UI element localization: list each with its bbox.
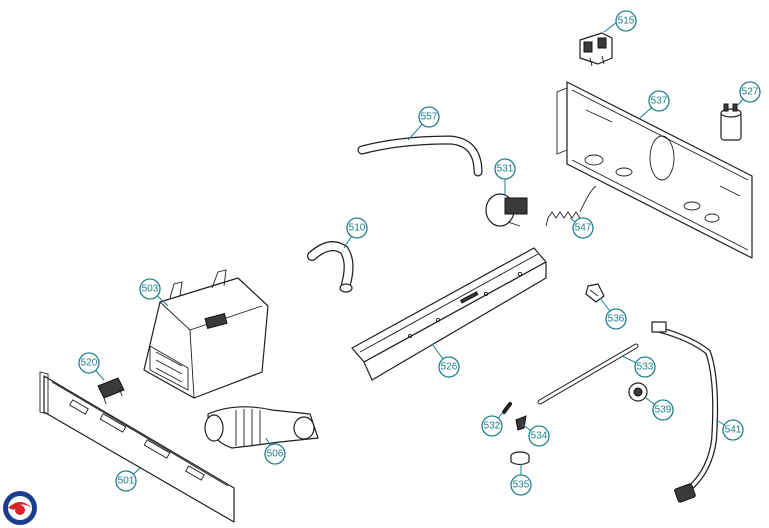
callout-533[interactable]: 533: [634, 356, 656, 378]
svg-text:526: 526: [441, 362, 458, 373]
callout-501[interactable]: 501: [115, 470, 137, 492]
callout-541[interactable]: 541: [722, 419, 744, 441]
svg-text:539: 539: [655, 405, 672, 416]
part-526-bracket: [351, 247, 547, 381]
callout-503[interactable]: 503: [139, 278, 161, 300]
part-537-rear-panel: [556, 81, 753, 259]
part-533-rod: [537, 343, 639, 405]
svg-text:557: 557: [421, 112, 438, 123]
svg-text:501: 501: [118, 476, 135, 487]
brand-logo: [3, 491, 37, 525]
callout-547[interactable]: 547: [572, 217, 594, 239]
svg-text:541: 541: [725, 425, 742, 436]
callout-526[interactable]: 526: [438, 356, 460, 378]
part-527-capacitor: [720, 103, 742, 141]
callout-531[interactable]: 531: [494, 158, 516, 180]
callout-557[interactable]: 557: [418, 106, 440, 128]
svg-text:537: 537: [651, 96, 668, 107]
callout-535[interactable]: 535: [510, 474, 532, 496]
part-539-cap: [628, 382, 648, 402]
svg-text:536: 536: [608, 314, 625, 325]
part-510-hose: [307, 241, 354, 293]
svg-text:534: 534: [531, 431, 548, 442]
callout-539[interactable]: 539: [652, 399, 674, 421]
part-536-clip: [585, 283, 605, 303]
callout-532[interactable]: 532: [481, 415, 503, 437]
svg-text:535: 535: [513, 480, 530, 491]
part-503-dispenser-housing: [143, 269, 269, 399]
part-547-spring: [545, 185, 597, 227]
part-541-power-cord: [651, 321, 719, 503]
svg-text:515: 515: [618, 16, 635, 27]
part-506-duct: [204, 406, 319, 449]
svg-text:510: 510: [349, 223, 366, 234]
part-531-pressure-switch: [485, 193, 528, 227]
part-557-hose: [357, 135, 483, 177]
callout-520[interactable]: 520: [78, 352, 100, 374]
part-515-inlet-valve: [579, 32, 613, 67]
callout-506[interactable]: 506: [264, 443, 286, 465]
callout-534[interactable]: 534: [528, 425, 550, 447]
svg-text:533: 533: [637, 362, 654, 373]
svg-text:503: 503: [142, 284, 159, 295]
callout-536[interactable]: 536: [605, 308, 627, 330]
svg-text:531: 531: [497, 164, 514, 175]
svg-text:532: 532: [484, 421, 501, 432]
callout-537[interactable]: 537: [648, 90, 670, 112]
part-535-foot: [510, 451, 530, 466]
callout-510[interactable]: 510: [346, 217, 368, 239]
svg-text:527: 527: [742, 87, 759, 98]
part-532-pin: [502, 402, 512, 414]
svg-text:506: 506: [267, 449, 284, 460]
svg-text:547: 547: [575, 223, 592, 234]
svg-text:520: 520: [81, 358, 98, 369]
leader-lines: [88, 21, 749, 484]
callout-515[interactable]: 515: [615, 10, 637, 32]
part-520-switch: [97, 377, 125, 405]
part-501-control-panel: [39, 371, 235, 523]
part-534-connector: [515, 415, 527, 431]
callout-527[interactable]: 527: [739, 81, 761, 103]
